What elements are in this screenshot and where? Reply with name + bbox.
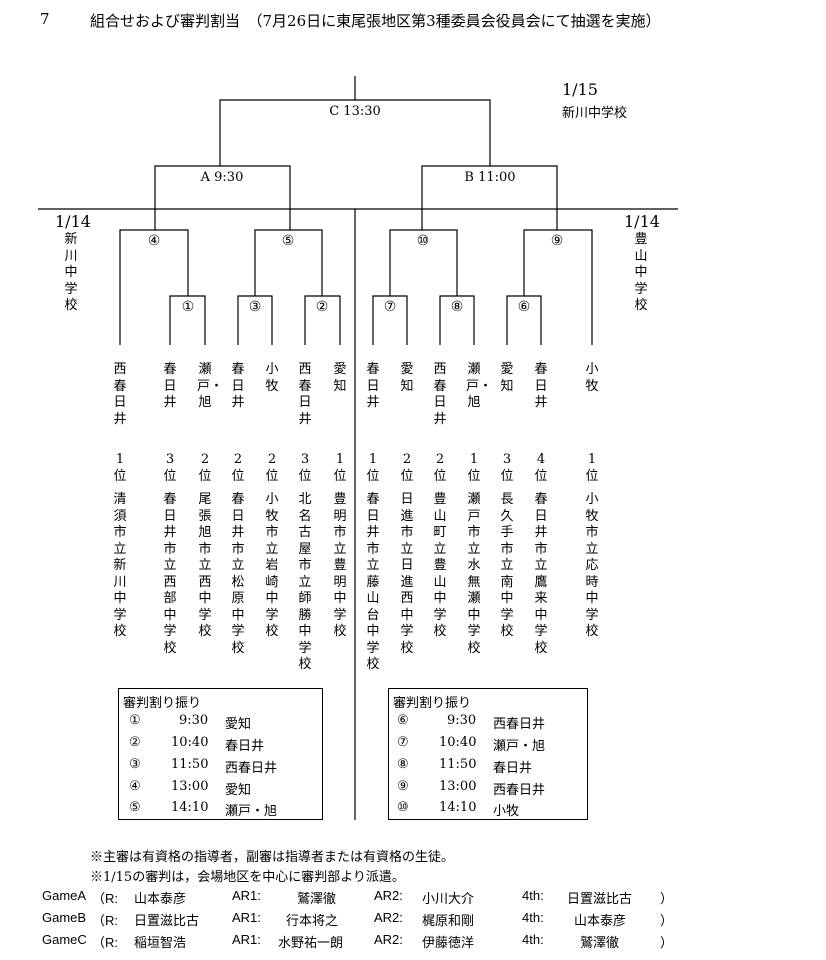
team-district: 西春日井 xyxy=(113,362,127,427)
team-district: 春日井 xyxy=(231,362,245,410)
team-district: 小牧 xyxy=(265,362,279,394)
team-rank: 2位 xyxy=(400,452,414,484)
team-district: 瀬戸・旭 xyxy=(466,362,493,410)
left-block-venue: 新川中学校 xyxy=(64,232,78,313)
match-8-marker: ⑧ xyxy=(448,299,466,315)
ar2-name: 小川大介 xyxy=(422,891,475,906)
note-line: ※1/15の審判は，会場地区を中心に審判部より派遣。 xyxy=(90,870,405,885)
fourth-official-name: 山本泰彦 xyxy=(574,913,627,928)
team-district: 瀬戸・旭 xyxy=(197,362,224,410)
match-9-marker: ⑨ xyxy=(548,233,566,249)
match-4-marker: ④ xyxy=(145,233,163,249)
team-school: 清須市立新川中学校 xyxy=(113,492,127,639)
referee-name: 山本泰彦 xyxy=(134,891,187,906)
ar1-name: 鷲澤徹 xyxy=(297,891,337,906)
final-venue: 新川中学校 xyxy=(562,106,628,121)
team-rank: 2位 xyxy=(198,452,212,484)
team-rank: 1位 xyxy=(585,452,599,484)
team-district: 春日井 xyxy=(163,362,177,410)
match-3-marker: ③ xyxy=(246,299,264,315)
referee-box-header: 審判割り振り xyxy=(393,696,472,711)
referee-assignment-right: 審判割り振り ⑥ 9:30 西春日井 ⑦ 10:40 瀬戸・旭 ⑧ 11:50 … xyxy=(388,688,588,820)
referee-box-header: 審判割り振り xyxy=(123,696,202,711)
team-rank: 3位 xyxy=(298,452,312,484)
team-rank: 1位 xyxy=(366,452,380,484)
game-officials-row: GameA （R: 山本泰彦 AR1: 鷲澤徹 AR2: 小川大介 4th: 日… xyxy=(42,888,674,906)
ar1-name: 水野祐一朗 xyxy=(278,935,344,950)
team-school: 豊明市立豊明中学校 xyxy=(333,492,347,639)
team-district: 愛知 xyxy=(500,362,514,394)
match-1-marker: ① xyxy=(179,299,197,315)
match-7-marker: ⑦ xyxy=(381,299,399,315)
match-5-marker: ⑤ xyxy=(279,233,297,249)
referee-assignment-left: 審判割り振り ① 9:30 愛知 ② 10:40 春日井 ③ 11:50 西春日… xyxy=(118,688,323,820)
team-rank: 1位 xyxy=(467,452,481,484)
team-rank: 1位 xyxy=(113,452,127,484)
team-school: 豊山町立豊山中学校 xyxy=(433,492,447,639)
right-block-venue: 豊山中学校 xyxy=(634,232,648,313)
final-match-label: C 13:30 xyxy=(326,104,384,119)
ar2-name: 伊藤徳洋 xyxy=(422,935,475,950)
game-officials-row: GameB （R: 日置滋比古 AR1: 行本将之 AR2: 梶原和剛 4th:… xyxy=(42,910,674,928)
team-district: 春日井 xyxy=(366,362,380,410)
team-school: 春日井市立鷹来中学校 xyxy=(534,492,548,656)
team-district: 愛知 xyxy=(333,362,347,394)
final-date: 1/15 xyxy=(562,80,598,99)
team-rank: 2位 xyxy=(433,452,447,484)
team-school: 春日井市立松原中学校 xyxy=(231,492,245,656)
game-label: GameB xyxy=(42,910,87,925)
team-school: 日進市立日進西中学校 xyxy=(400,492,414,656)
match-2-marker: ② xyxy=(313,299,331,315)
semi-a-label: A 9:30 xyxy=(197,170,247,185)
match-6-marker: ⑥ xyxy=(515,299,533,315)
team-rank: 2位 xyxy=(265,452,279,484)
ar2-name: 梶原和剛 xyxy=(422,913,475,928)
team-rank: 3位 xyxy=(500,452,514,484)
game-officials-row: GameC （R: 稲垣智浩 AR1: 水野祐一朗 AR2: 伊藤徳洋 4th:… xyxy=(42,932,674,950)
referee-name: 日置滋比古 xyxy=(134,913,200,928)
note-line: ※主審は有資格の指導者，副審は指導者または有資格の生徒。 xyxy=(90,850,455,865)
ar1-name: 行本将之 xyxy=(286,913,339,928)
team-rank: 1位 xyxy=(333,452,347,484)
team-district: 愛知 xyxy=(400,362,414,394)
team-school: 尾張旭市立西中学校 xyxy=(198,492,212,639)
team-district: 小牧 xyxy=(585,362,599,394)
team-school: 小牧市立岩崎中学校 xyxy=(265,492,279,639)
fourth-official-name: 鷲澤徹 xyxy=(580,935,620,950)
team-rank: 3位 xyxy=(163,452,177,484)
section-number: 7 xyxy=(40,10,50,28)
team-district: 西春日井 xyxy=(298,362,312,427)
left-block-date: 1/14 xyxy=(55,212,91,231)
referee-name: 稲垣智浩 xyxy=(134,935,187,950)
game-label: GameA xyxy=(42,888,87,903)
team-school: 春日井市立藤山台中学校 xyxy=(366,492,380,672)
section-title: 組合せおよび審判割当 （7月26日に東尾張地区第3種委員会役員会にて抽選を実施） xyxy=(90,12,661,30)
team-rank: 2位 xyxy=(231,452,245,484)
semi-b-label: B 11:00 xyxy=(461,170,519,185)
team-school: 北名古屋市立師勝中学校 xyxy=(298,492,312,672)
game-label: GameC xyxy=(42,932,87,947)
team-rank: 4位 xyxy=(534,452,548,484)
team-school: 春日井市立西部中学校 xyxy=(163,492,177,656)
team-school: 長久手市立南中学校 xyxy=(500,492,514,639)
right-block-date: 1/14 xyxy=(624,212,660,231)
match-10-marker: ⑩ xyxy=(414,233,432,249)
team-school: 瀬戸市立水無瀬中学校 xyxy=(467,492,481,656)
team-school: 小牧市立応時中学校 xyxy=(585,492,599,639)
team-district: 西春日井 xyxy=(433,362,447,427)
team-district: 春日井 xyxy=(534,362,548,410)
fourth-official-name: 日置滋比古 xyxy=(567,891,633,906)
